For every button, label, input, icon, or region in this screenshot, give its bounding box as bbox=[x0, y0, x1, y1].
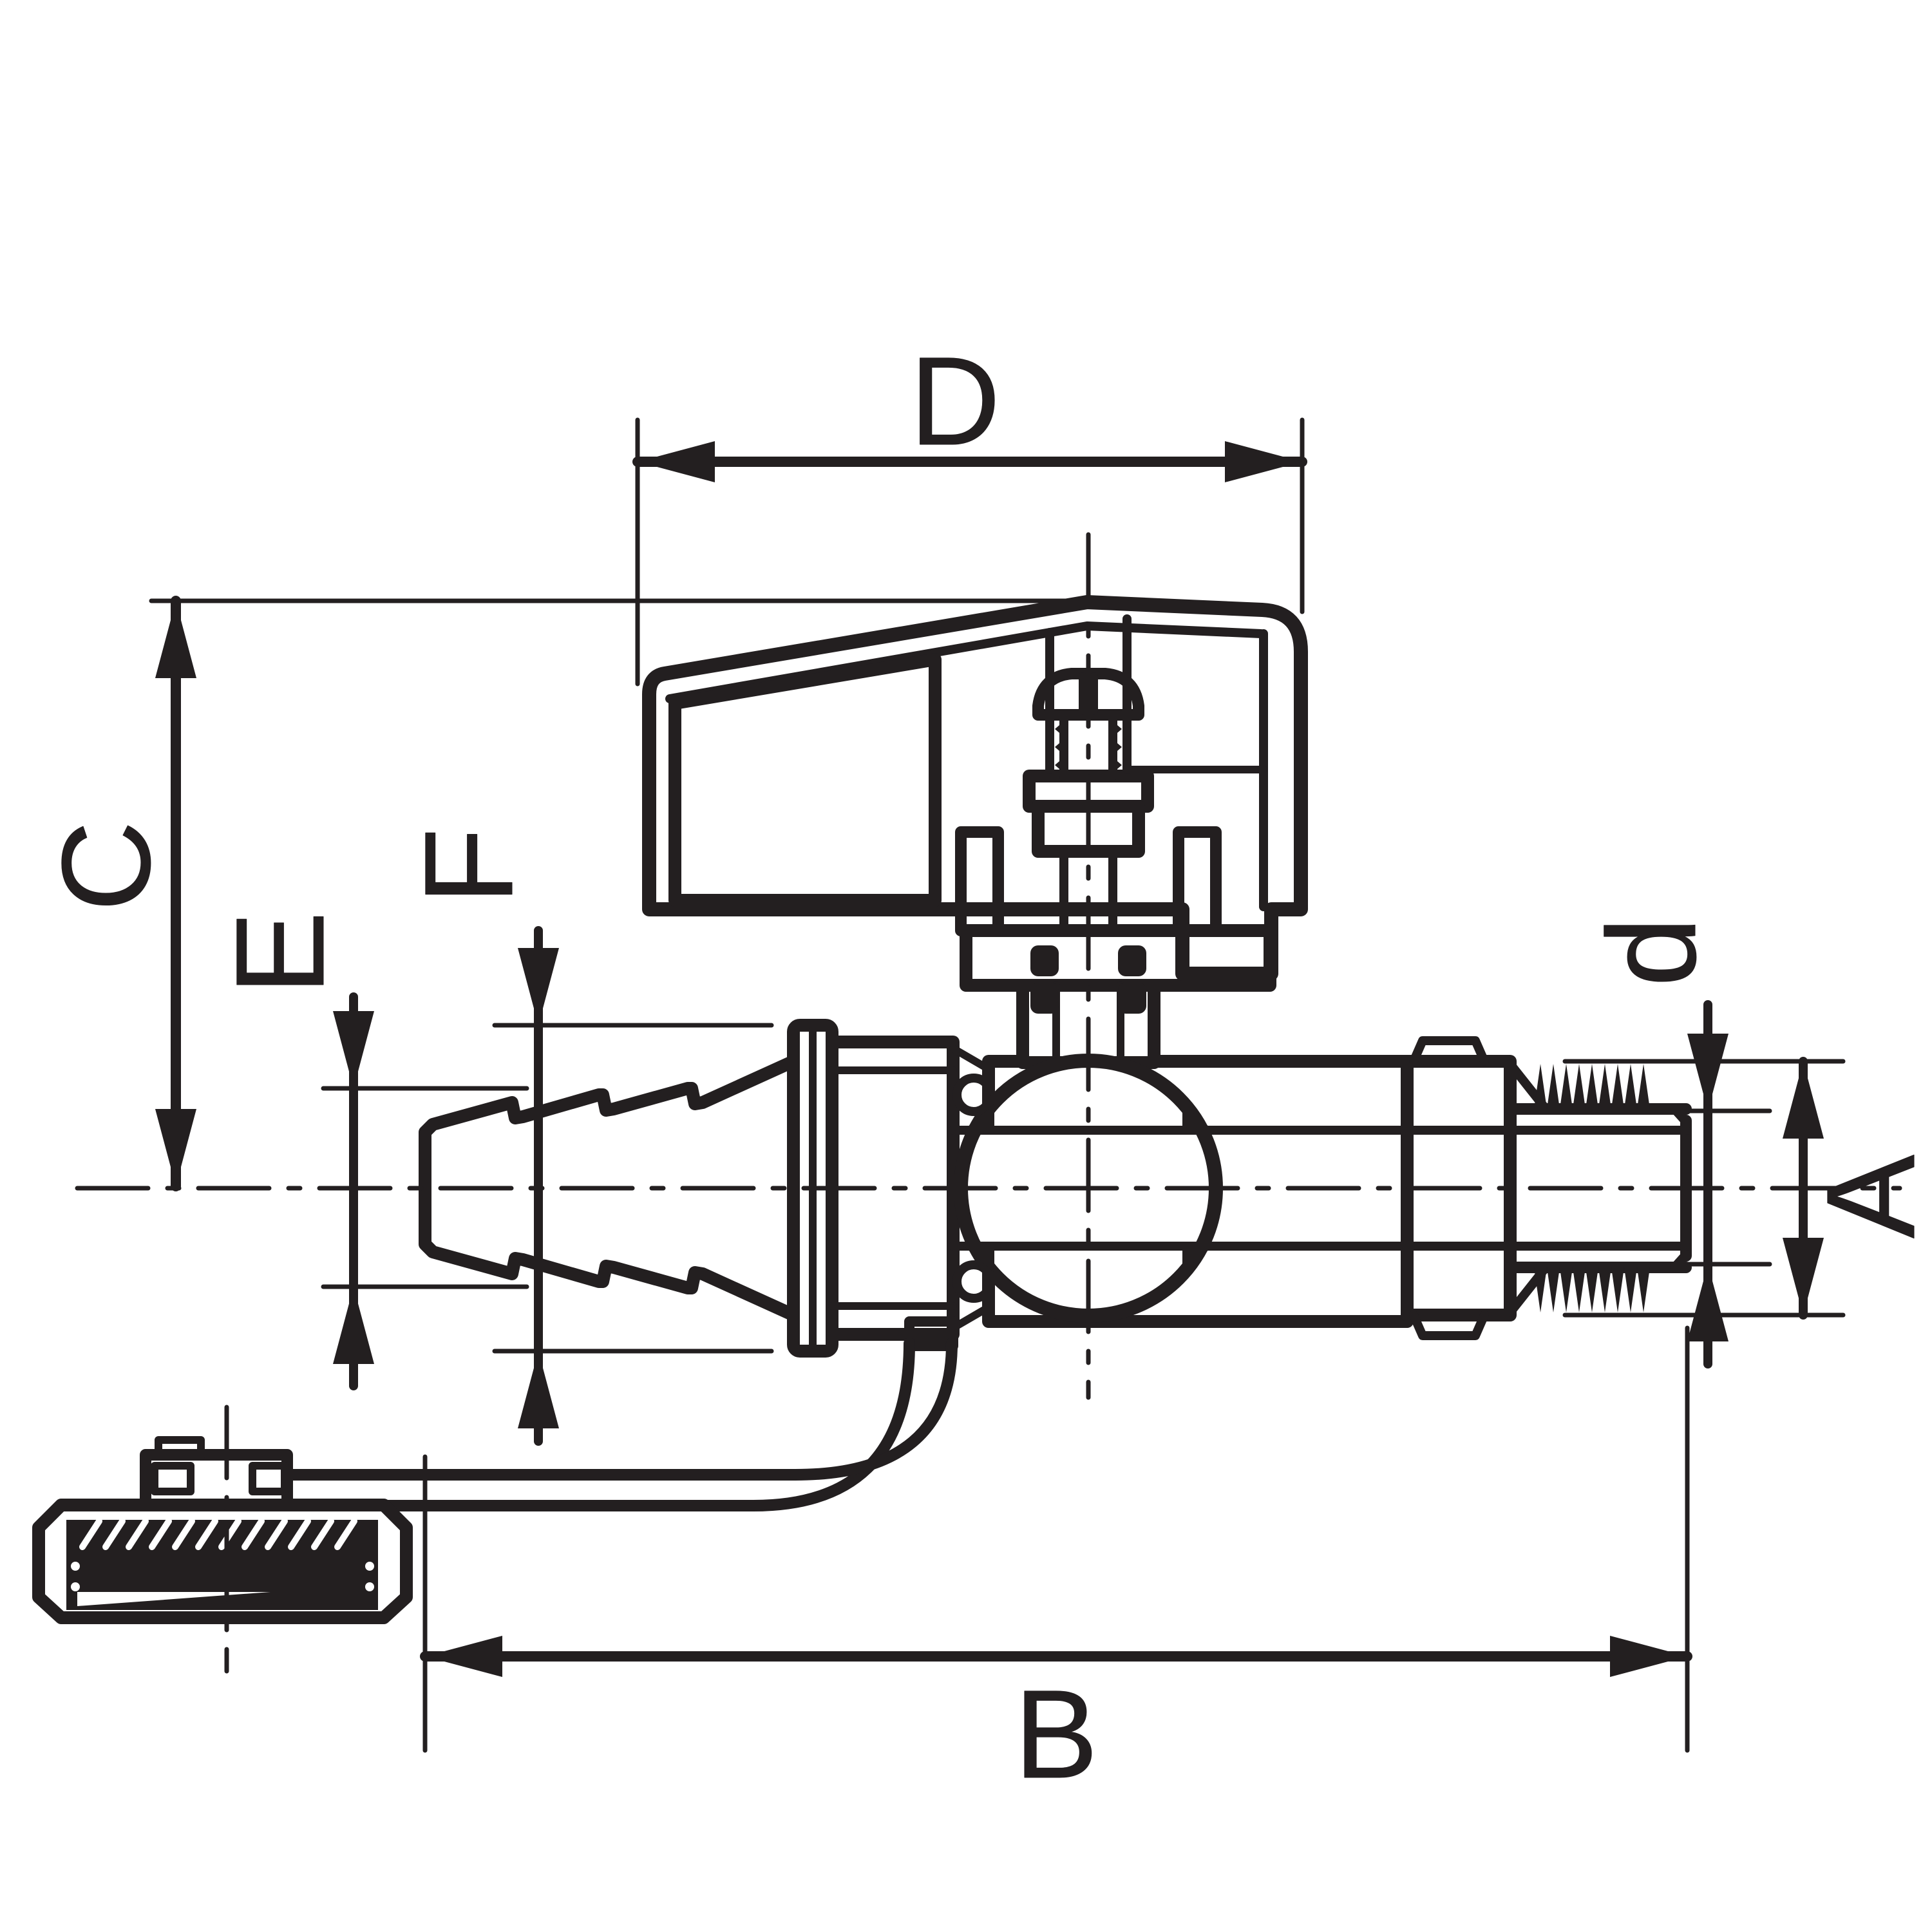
end-chamfer-top bbox=[1670, 1104, 1690, 1126]
dim-label-E: E bbox=[210, 911, 350, 995]
hex-corner-top bbox=[1409, 1036, 1489, 1066]
ball-seats bbox=[962, 1104, 1215, 1273]
arrowheads bbox=[1783, 1061, 1824, 1315]
thread-crests-top bbox=[1534, 1064, 1650, 1109]
cap-highlights bbox=[71, 1562, 374, 1606]
stem-seal-rings bbox=[1030, 945, 1146, 1014]
dimensions: D C E bbox=[36, 331, 1932, 1805]
arrowheads bbox=[638, 441, 1302, 482]
dimension-E: E bbox=[210, 911, 529, 1390]
arrowheads bbox=[518, 948, 559, 1428]
dimension-A: A bbox=[1562, 1057, 1932, 1320]
body-outline bbox=[982, 1055, 1414, 1328]
cap-tab-notch bbox=[155, 1436, 205, 1461]
strap-outer-line bbox=[281, 1338, 915, 1511]
handle-stop-lug-left bbox=[955, 826, 1004, 936]
hose-barb bbox=[419, 1055, 800, 1321]
arrowheads bbox=[155, 601, 196, 1186]
dim-label-C: C bbox=[36, 821, 176, 912]
swivel-nut bbox=[787, 1019, 995, 1358]
lever-handle bbox=[642, 595, 1308, 981]
cap-knurl-stripes bbox=[79, 1518, 357, 1550]
male-thread-connector bbox=[1401, 1036, 1692, 1340]
dimension-C: C bbox=[36, 596, 1092, 1191]
arrowheads bbox=[425, 1636, 1687, 1677]
dim-label-F: F bbox=[399, 828, 539, 904]
dimension-B: B bbox=[420, 1325, 1692, 1805]
dim-label-B: B bbox=[1014, 1664, 1098, 1804]
thread-crests-bottom bbox=[1534, 1267, 1650, 1312]
handle-left-panel bbox=[668, 653, 942, 907]
dim-label-A: A bbox=[1801, 1155, 1932, 1238]
dimension-D: D bbox=[632, 331, 1307, 687]
cap-strap bbox=[281, 1338, 958, 1511]
dim-label-d: d bbox=[1582, 917, 1722, 987]
valve-assembly bbox=[32, 595, 1692, 1624]
dim-label-D: D bbox=[910, 331, 1001, 471]
handle-outline bbox=[642, 595, 1308, 981]
end-chamfer-bottom bbox=[1670, 1250, 1690, 1272]
centerlines bbox=[75, 532, 1902, 1674]
screw-serrations bbox=[1055, 721, 1122, 773]
hex-corner-bottom bbox=[1409, 1311, 1489, 1340]
sealing-cap bbox=[32, 1436, 413, 1624]
screw-head bbox=[1032, 668, 1144, 721]
strap-inner-line bbox=[281, 1338, 958, 1481]
handle-stop-lug-right bbox=[1173, 826, 1222, 936]
arrowheads bbox=[333, 1011, 374, 1364]
dimension-d: d bbox=[1582, 916, 1772, 1368]
drain-boss bbox=[904, 1316, 958, 1351]
arrowheads bbox=[1687, 1034, 1728, 1341]
cap-tab-slot-left bbox=[151, 1462, 194, 1495]
dimension-F: F bbox=[399, 828, 774, 1446]
hose-barb-outline bbox=[419, 1055, 800, 1321]
cap-tab-slot-right bbox=[249, 1462, 289, 1495]
